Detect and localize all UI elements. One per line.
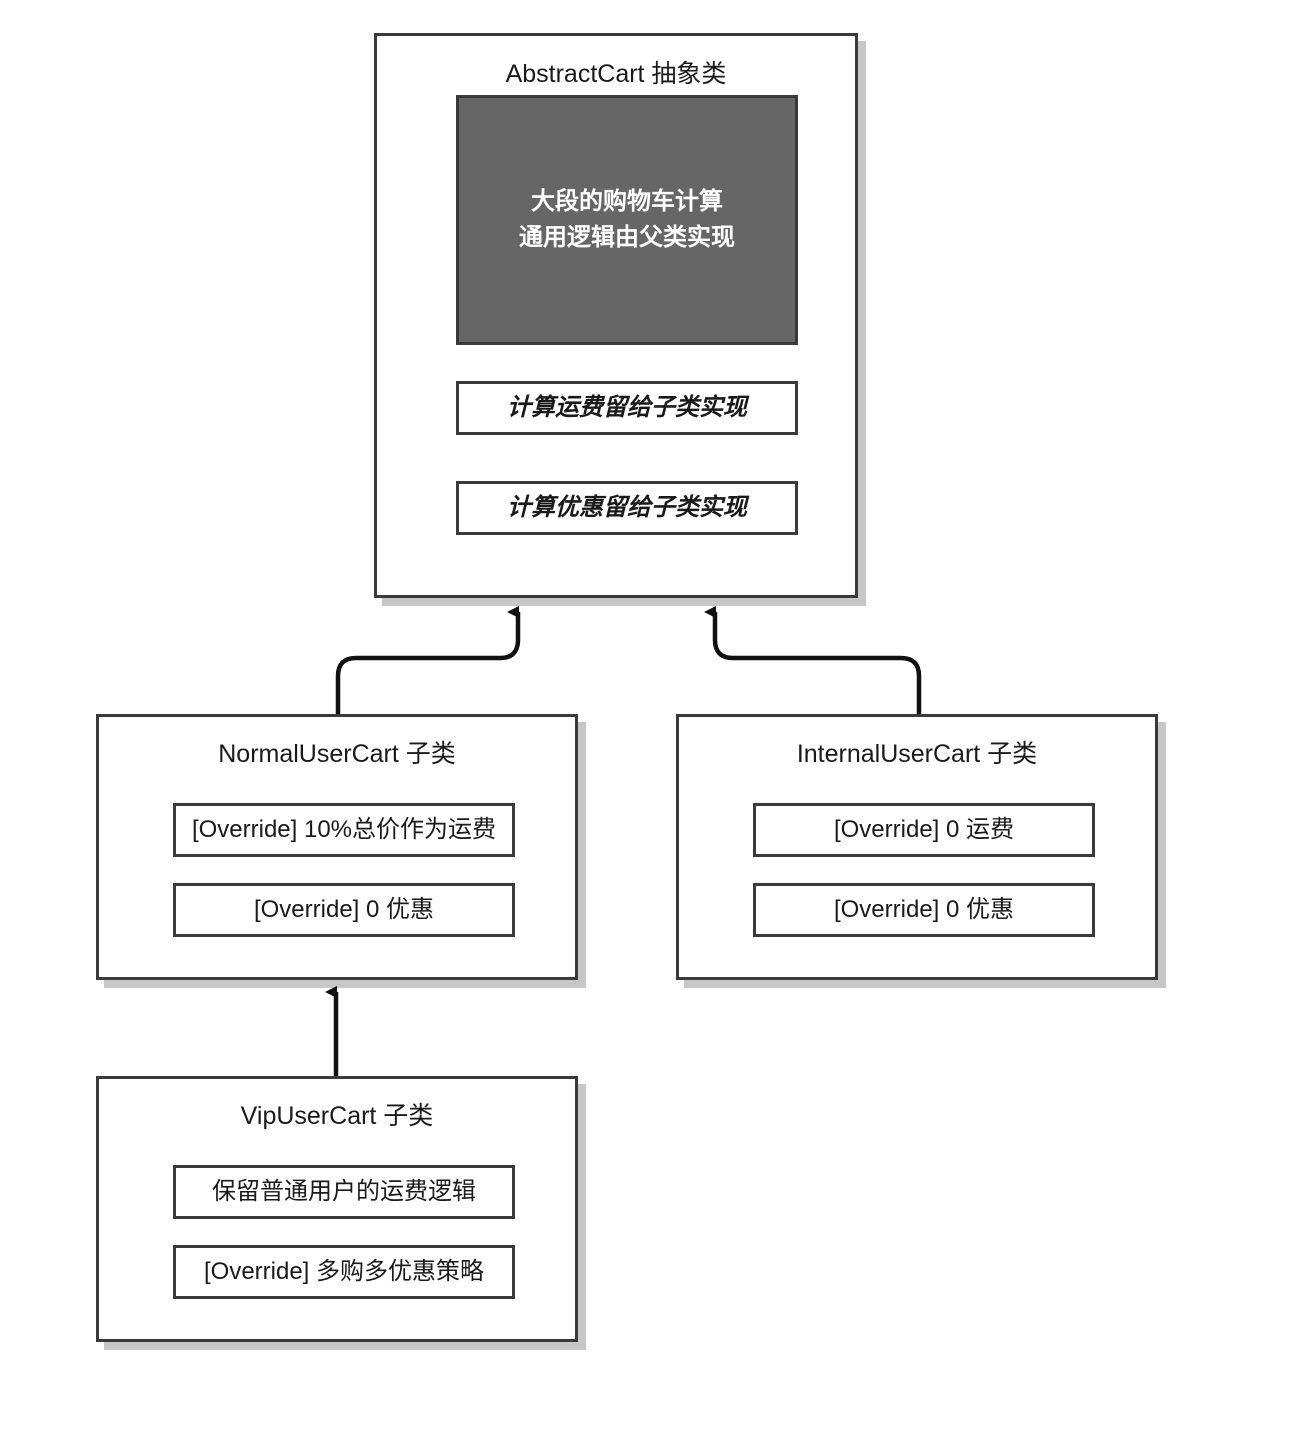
member-internal-user-cart-shipping[interactable]: [Override] 0 运费 xyxy=(753,803,1095,857)
member-vip-user-cart-shipping[interactable]: 保留普通用户的运费逻辑 xyxy=(173,1165,515,1219)
class-box-normal-user-cart[interactable]: NormalUserCart 子类 [Override] 10%总价作为运费 [… xyxy=(96,714,578,980)
member-abstract-cart-shipping[interactable]: 计算运费留给子类实现 xyxy=(456,381,798,435)
member-internal-user-cart-discount[interactable]: [Override] 0 优惠 xyxy=(753,883,1095,937)
member-normal-user-cart-shipping[interactable]: [Override] 10%总价作为运费 xyxy=(173,803,515,857)
member-abstract-cart-discount[interactable]: 计算优惠留给子类实现 xyxy=(456,481,798,535)
class-box-abstract-cart[interactable]: AbstractCart 抽象类 大段的购物车计算 通用逻辑由父类实现 计算运费… xyxy=(374,33,858,598)
class-box-internal-user-cart[interactable]: InternalUserCart 子类 [Override] 0 运费 [Ove… xyxy=(676,714,1158,980)
connector-internal-to-abstract xyxy=(704,606,922,714)
member-vip-user-cart-discount[interactable]: [Override] 多购多优惠策略 xyxy=(173,1245,515,1299)
implementation-block-line-2: 通用逻辑由父类实现 xyxy=(519,224,735,251)
class-title-normal-user-cart: NormalUserCart 子类 xyxy=(218,740,456,768)
class-box-vip-user-cart[interactable]: VipUserCart 子类 保留普通用户的运费逻辑 [Override] 多购… xyxy=(96,1076,578,1342)
connector-normal-to-abstract xyxy=(335,606,521,714)
class-title-vip-user-cart: VipUserCart 子类 xyxy=(240,1102,434,1130)
implementation-block-line-1: 大段的购物车计算 xyxy=(531,188,723,215)
implementation-block-abstract-cart: 大段的购物车计算 通用逻辑由父类实现 xyxy=(456,95,798,345)
class-title-abstract-cart: AbstractCart 抽象类 xyxy=(505,60,727,88)
member-normal-user-cart-discount[interactable]: [Override] 0 优惠 xyxy=(173,883,515,937)
class-title-internal-user-cart: InternalUserCart 子类 xyxy=(796,740,1038,768)
